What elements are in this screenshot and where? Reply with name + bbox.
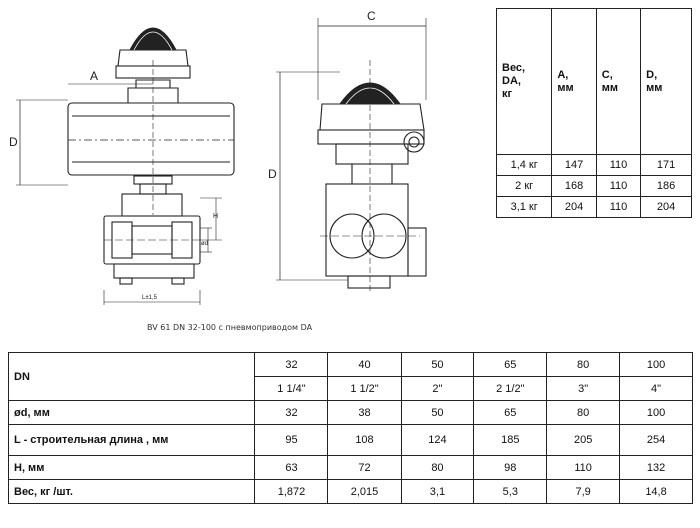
table-cell: 7,9 [546, 479, 621, 504]
header-line: мм [646, 81, 663, 94]
table-cell: 110 [595, 175, 642, 197]
table-cell: 168 [551, 175, 597, 197]
table-header-row: Вес, DA, кг A, мм C, мм D, мм [495, 8, 692, 155]
row-label-dn: DN [7, 352, 256, 401]
table-cell: 204 [640, 196, 692, 218]
header-line: D, [646, 68, 658, 81]
dim-label-d-left: D [9, 135, 18, 149]
header-line: мм [557, 81, 574, 94]
header-line: Вес, [502, 62, 526, 74]
dim-label-od: ød [201, 241, 208, 247]
table-cell: 1 1/4" [254, 376, 329, 401]
table-cell: 110 [595, 196, 642, 218]
dim-label-d-right: D [268, 167, 277, 181]
table-cell: 80 [546, 352, 621, 377]
table-cell: 1,4 кг [495, 154, 553, 176]
table-cell: 171 [640, 154, 692, 176]
header-d: D, мм [640, 8, 692, 155]
table-cell: 100 [619, 352, 693, 377]
table-cell: 186 [640, 175, 692, 197]
header-line: C, [601, 68, 613, 81]
table-cell: 1,872 [254, 479, 329, 504]
header-c: C, мм [595, 8, 642, 155]
table-cell: 2 кг [495, 175, 553, 197]
header-line: мм [601, 81, 619, 94]
table-row-h: H, мм 63 72 80 98 110 132 [7, 455, 693, 480]
table-cell: 63 [254, 455, 329, 480]
header-line: A, [557, 68, 569, 81]
table-cell: 80 [400, 455, 475, 480]
header-line: DA, [502, 75, 521, 87]
table-row: 1,4 кг 147 110 171 [495, 154, 692, 176]
table-cell: 65 [473, 400, 548, 425]
table-cell: 3" [546, 376, 621, 401]
table-cell: 100 [619, 400, 693, 425]
dim-label-a: A [90, 69, 98, 83]
actuator-side-view [317, 60, 427, 292]
table-cell: 3,1 [400, 479, 475, 504]
table-cell: 204 [551, 196, 597, 218]
table-row-dn: DN 32 40 50 65 80 100 [7, 352, 693, 401]
valve-body-view [103, 193, 222, 305]
table-row-weight: Вес, кг /шт. 1,872 2,015 3,1 5,3 7,9 14,… [7, 479, 693, 504]
table-cell: 98 [473, 455, 548, 480]
table-cell: 50 [400, 400, 475, 425]
dim-label-h: H [213, 213, 218, 220]
dim-label-c: C [367, 9, 376, 23]
table-cell: 132 [619, 455, 693, 480]
row-label: L - строительная длина , мм [7, 424, 256, 456]
header-line: кг [502, 88, 513, 100]
table-cell: 108 [327, 424, 402, 456]
table-row-length: L - строительная длина , мм 95 108 124 1… [7, 424, 693, 456]
valve-spec-table: DN 32 40 50 65 80 100 1 1/4" 1 1/2" 2" 2… [7, 352, 693, 504]
table-cell: 254 [619, 424, 693, 456]
drawing-caption: BV 61 DN 32-100 с пневмоприводом DA [147, 323, 313, 332]
header-a: A, мм [551, 8, 597, 155]
dim-label-l: L±1,5 [142, 295, 158, 301]
table-cell: 72 [327, 455, 402, 480]
table-cell: 185 [473, 424, 548, 456]
table-row: 3,1 кг 204 110 204 [495, 196, 692, 218]
actuator-weights-table: Вес, DA, кг A, мм C, мм D, мм 1,4 кг 147… [495, 8, 692, 218]
table-cell: 32 [254, 352, 329, 377]
table-cell: 32 [254, 400, 329, 425]
row-label: H, мм [7, 455, 256, 480]
table-cell: 2 1/2" [473, 376, 548, 401]
table-row-od: ød, мм 32 38 50 65 80 100 [7, 400, 693, 425]
table-cell: 5,3 [473, 479, 548, 504]
table-cell: 4" [619, 376, 693, 401]
table-row: 2 кг 168 110 186 [495, 175, 692, 197]
table-cell: 65 [473, 352, 548, 377]
table-cell: 38 [327, 400, 402, 425]
table-cell: 2" [400, 376, 475, 401]
actuator-front-view [67, 27, 235, 215]
row-label: Вес, кг /шт. [7, 479, 256, 504]
technical-drawing: A D C D H ød L±1,5 [9, 9, 427, 305]
header-weight-da: Вес, DA, кг [495, 8, 553, 155]
table-cell: 40 [327, 352, 402, 377]
table-cell: 110 [595, 154, 642, 176]
table-cell: 14,8 [619, 479, 693, 504]
row-label: ød, мм [7, 400, 256, 425]
table-cell: 95 [254, 424, 329, 456]
table-cell: 124 [400, 424, 475, 456]
table-cell: 205 [546, 424, 621, 456]
table-cell: 110 [546, 455, 621, 480]
table-cell: 50 [400, 352, 475, 377]
table-cell: 147 [551, 154, 597, 176]
table-cell: 2,015 [327, 479, 402, 504]
table-cell: 80 [546, 400, 621, 425]
table-cell: 1 1/2" [327, 376, 402, 401]
table-cell: 3,1 кг [495, 196, 553, 218]
